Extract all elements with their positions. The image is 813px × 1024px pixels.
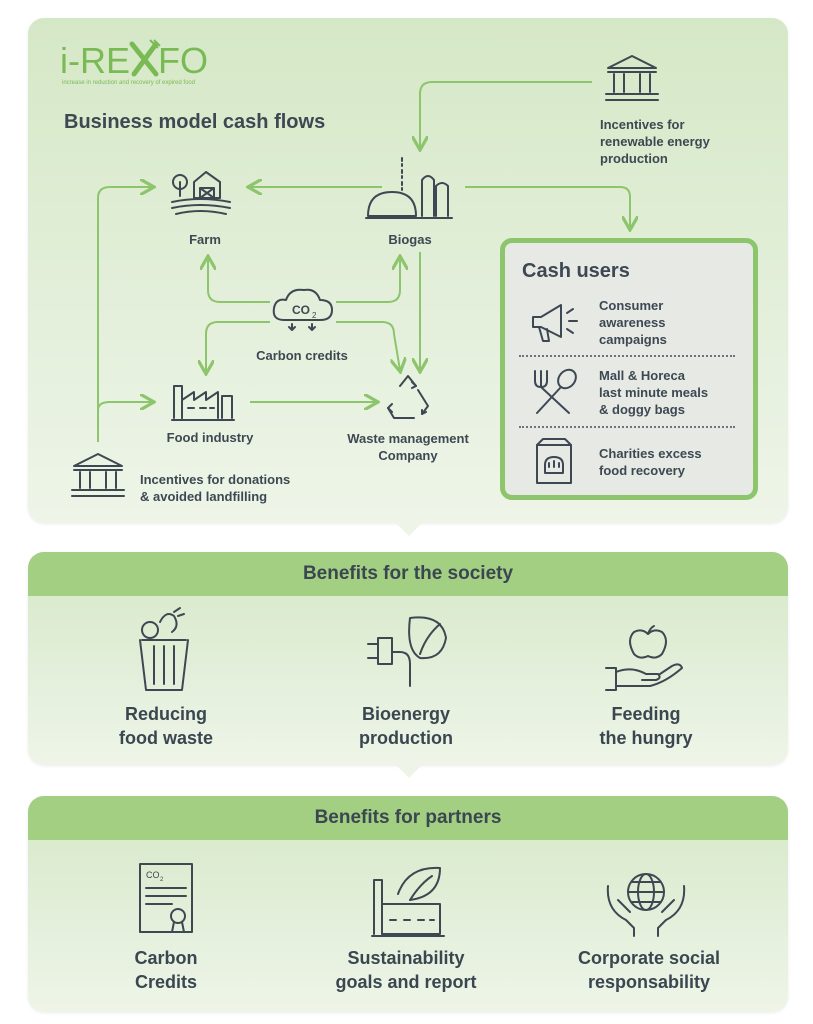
partners-benefits-header: Benefits for partners bbox=[28, 796, 788, 840]
cash-user-label: Charities excess food recovery bbox=[599, 446, 702, 478]
waste-management-label: Waste management Company bbox=[347, 431, 469, 463]
society-benefit-label: Feeding the hungry bbox=[599, 704, 693, 748]
factory-leaf-icon bbox=[371, 866, 445, 937]
partner-benefit-label: Corporate social responsability bbox=[577, 948, 721, 992]
society-benefit-label: Reducing food waste bbox=[118, 704, 213, 748]
biogas-plant-icon bbox=[365, 157, 453, 219]
farm-label: Farm bbox=[189, 232, 221, 247]
divider bbox=[519, 426, 735, 428]
cash-user-item: Consumer awareness campaigns bbox=[505, 295, 753, 351]
divider bbox=[519, 355, 735, 357]
svg-text:2: 2 bbox=[312, 311, 317, 320]
recycle-icon bbox=[387, 375, 429, 419]
svg-text:CO: CO bbox=[292, 303, 310, 317]
cash-user-item: Charities excess food recovery bbox=[505, 435, 753, 491]
cash-users-box: Cash users Consumer awareness campaigns … bbox=[500, 238, 758, 500]
svg-text:2: 2 bbox=[160, 877, 164, 883]
hands-globe-icon bbox=[606, 873, 686, 937]
incentives-energy-label: Incentives for renewable energy producti… bbox=[600, 117, 710, 166]
plug-leaf-icon bbox=[367, 616, 447, 687]
hand-apple-icon bbox=[605, 625, 683, 691]
carbon-credits-label: Carbon credits bbox=[256, 348, 348, 363]
panel-connector bbox=[396, 765, 422, 778]
government-building-icon bbox=[71, 453, 125, 497]
cash-user-label: Consumer awareness campaigns bbox=[599, 298, 667, 347]
fork-spoon-icon bbox=[534, 368, 577, 414]
food-industry-label: Food industry bbox=[166, 430, 254, 445]
food-bin-icon bbox=[139, 607, 189, 691]
society-benefits-header: Benefits for the society bbox=[28, 552, 788, 596]
society-benefit-label: Bioenergy production bbox=[359, 704, 453, 748]
logo-tagline: increase in reduction and recovery of ex… bbox=[62, 80, 196, 86]
panel-connector bbox=[396, 523, 422, 536]
megaphone-icon bbox=[532, 304, 578, 342]
cash-user-label: Mall & Horeca last minute meals & doggy … bbox=[599, 368, 709, 417]
food-bag-icon bbox=[536, 438, 572, 484]
partner-benefit-label: Sustainability goals and report bbox=[335, 948, 477, 992]
cash-users-title: Cash users bbox=[522, 260, 630, 282]
biogas-label: Biogas bbox=[388, 232, 432, 247]
co2-cloud-icon: CO 2 bbox=[272, 288, 333, 331]
factory-icon bbox=[171, 385, 235, 421]
fork-x-logo-icon bbox=[129, 39, 161, 77]
flow-arrows bbox=[97, 81, 813, 442]
incentives-donations-label: Incentives for donations & avoided landf… bbox=[140, 472, 291, 504]
farm-icon bbox=[171, 171, 231, 215]
cash-user-item: Mall & Horeca last minute meals & doggy … bbox=[505, 365, 753, 421]
certificate-icon: CO 2 bbox=[139, 863, 193, 933]
diagram-title: Business model cash flows bbox=[64, 111, 326, 133]
svg-text:CO: CO bbox=[146, 870, 160, 880]
government-building-icon bbox=[605, 55, 659, 101]
partner-benefit-label: Carbon Credits bbox=[134, 948, 198, 992]
